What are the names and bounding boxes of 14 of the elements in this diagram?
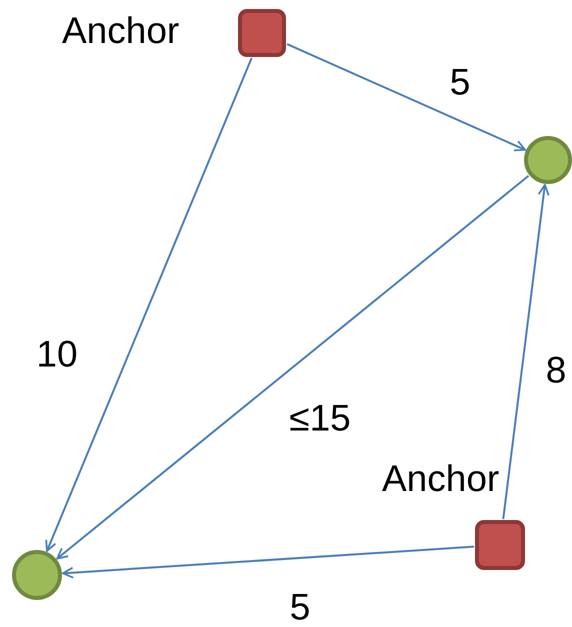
edge-label: 5 <box>450 64 470 100</box>
edge-label: 10 <box>36 336 78 372</box>
anchor-square <box>475 520 525 570</box>
anchor-square <box>238 9 286 57</box>
arrow <box>56 174 530 560</box>
arrow <box>45 58 253 552</box>
node-caption: Anchor <box>382 460 500 497</box>
node-caption: Anchor <box>62 12 180 49</box>
arrow <box>62 546 474 579</box>
edge-label: ≤15 <box>289 400 351 436</box>
edge-label: 5 <box>290 588 310 626</box>
edge-label: 8 <box>546 352 566 388</box>
arrow <box>502 184 550 520</box>
arrow <box>286 43 526 152</box>
